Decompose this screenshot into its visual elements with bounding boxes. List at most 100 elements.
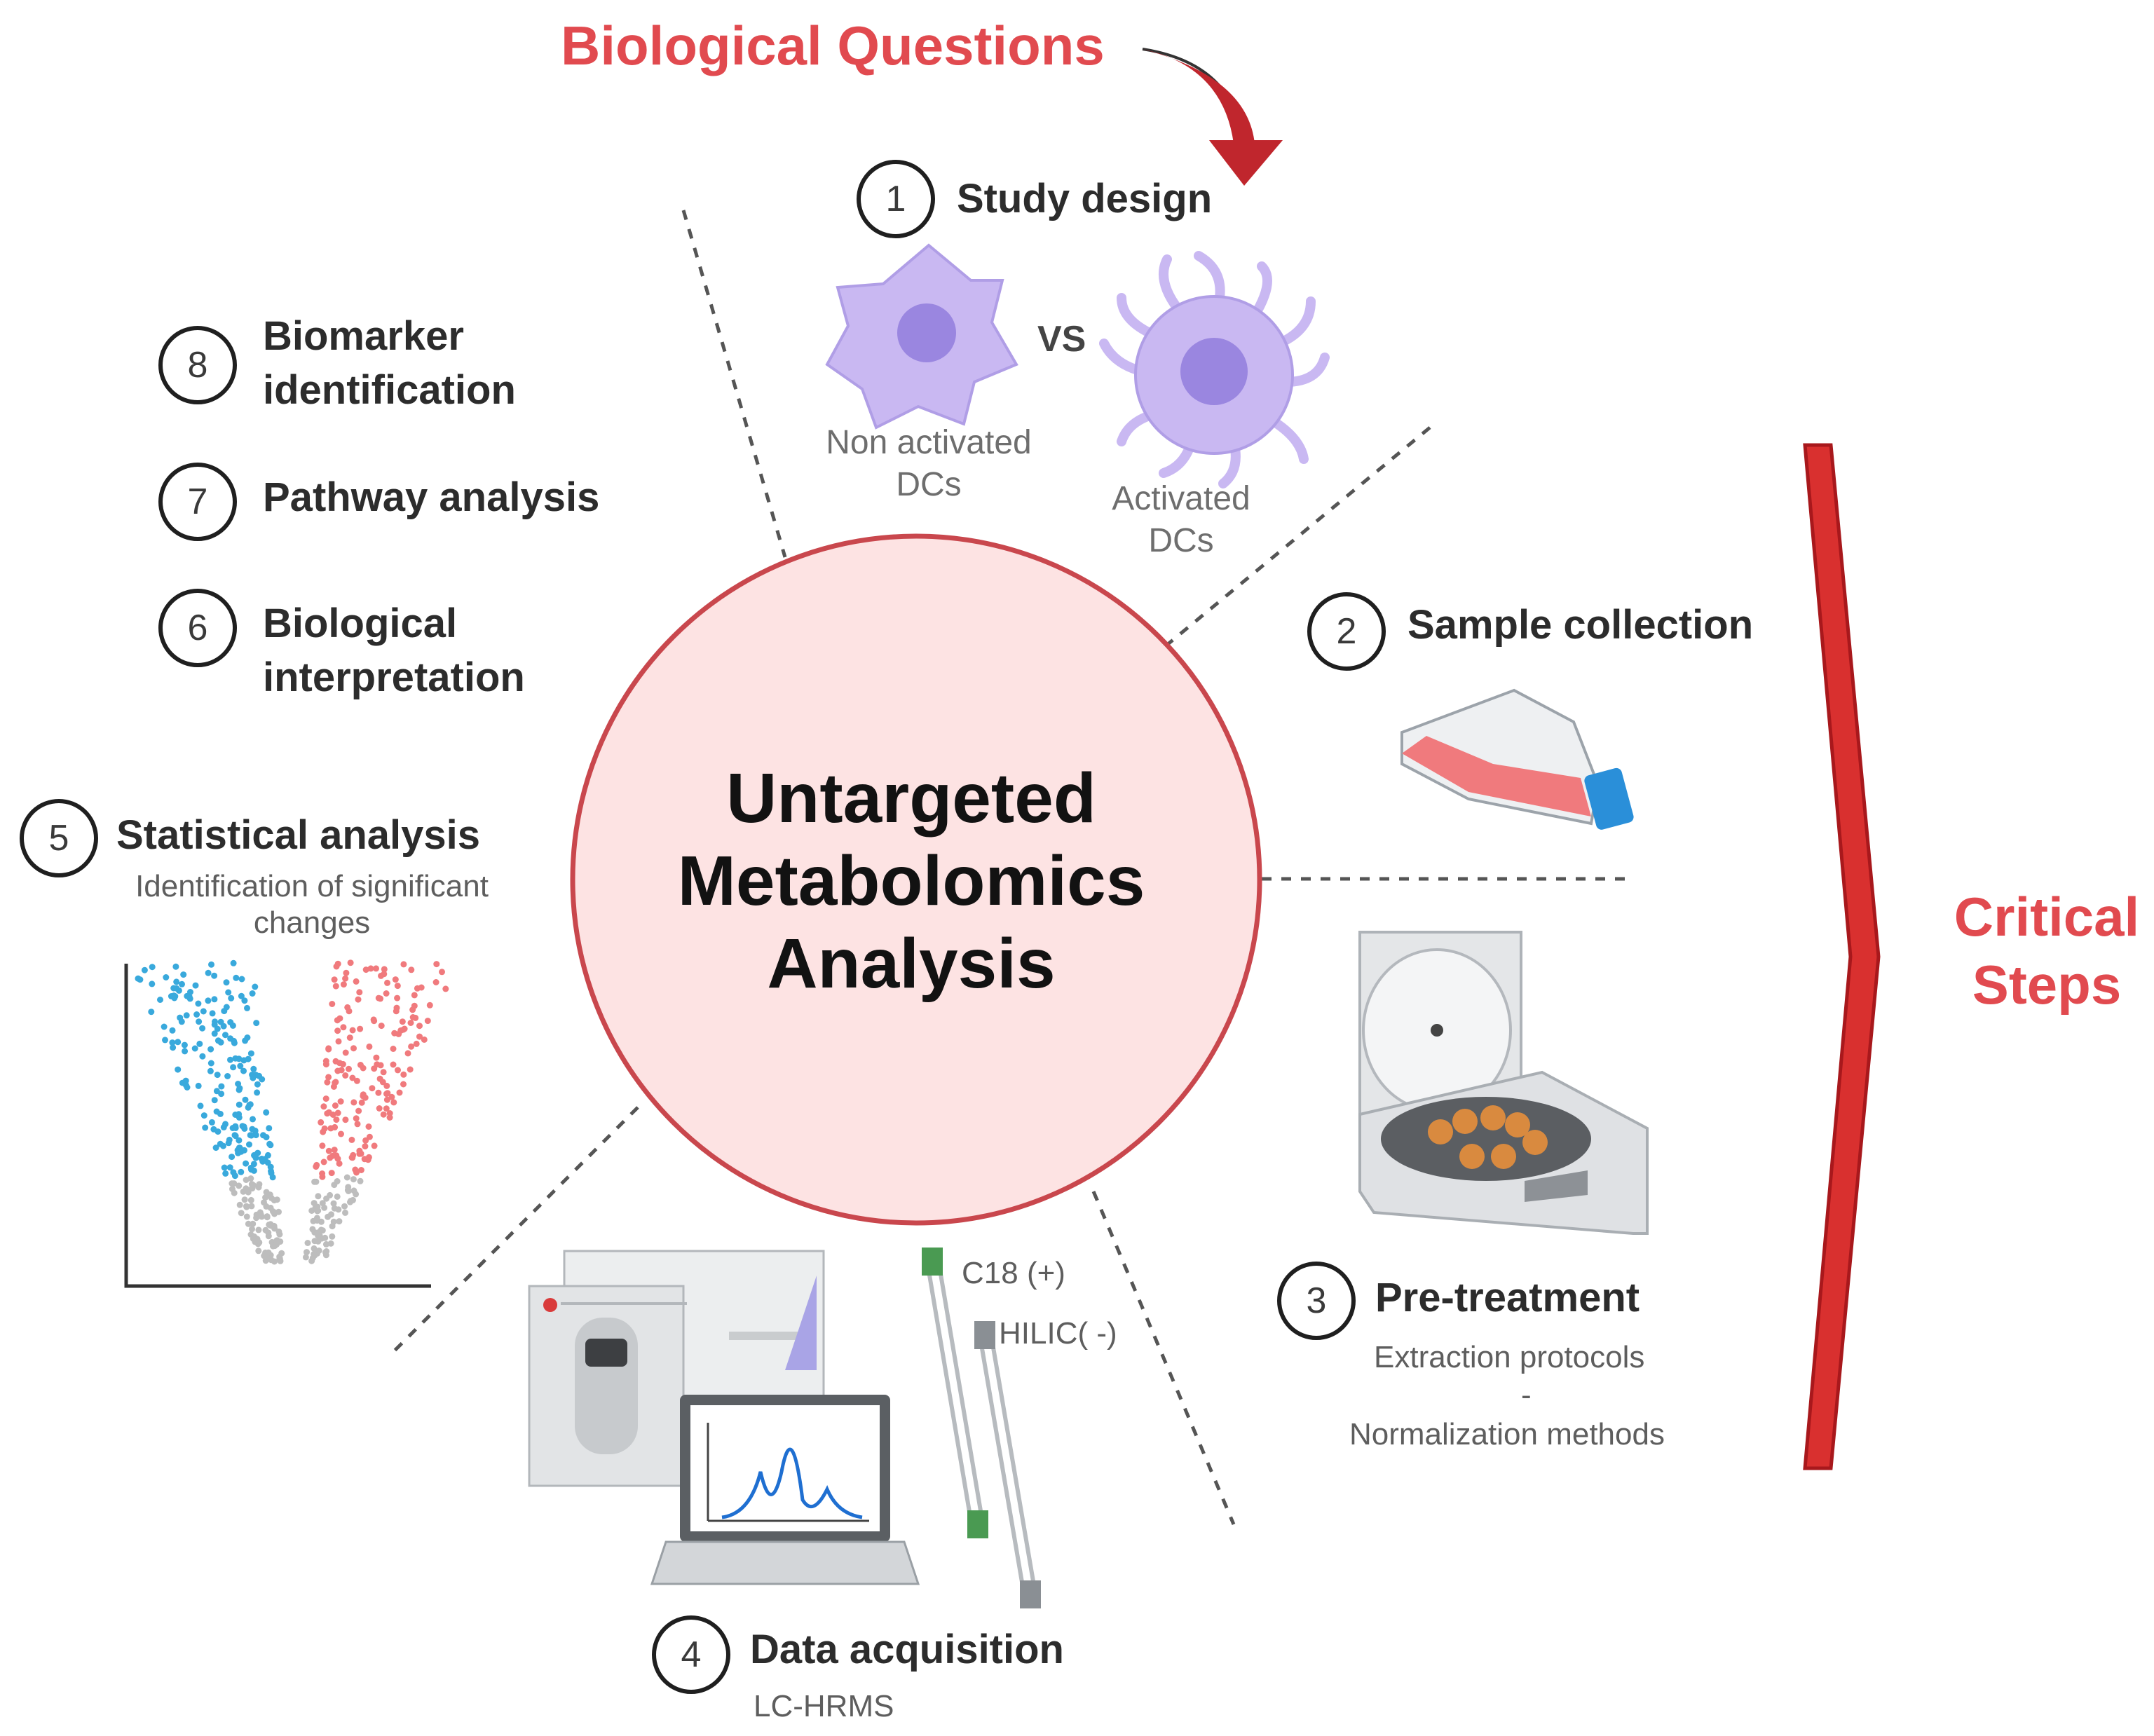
volcano-point (242, 1096, 249, 1103)
volcano-point (207, 1046, 214, 1053)
volcano-point (262, 1194, 269, 1201)
volcano-point (226, 1164, 233, 1171)
volcano-point (338, 1067, 345, 1074)
volcano-point (256, 1181, 263, 1188)
volcano-point (325, 1109, 332, 1116)
step-4-number: 4 (652, 1615, 730, 1694)
volcano-point (336, 1218, 343, 1225)
volcano-point (207, 1067, 214, 1074)
volcano-point (163, 974, 170, 980)
volcano-point (236, 1055, 243, 1062)
volcano-point (208, 961, 214, 968)
volcano-point (407, 1066, 414, 1073)
volcano-point (211, 1097, 218, 1104)
volcano-point (365, 1154, 372, 1161)
volcano-point (331, 1205, 338, 1212)
volcano-point (366, 1133, 373, 1140)
volcano-point (261, 1199, 267, 1206)
volcano-point (247, 1164, 254, 1171)
step-6-number: 6 (158, 589, 237, 667)
volcano-point (375, 1089, 382, 1096)
volcano-point (408, 1043, 415, 1050)
volcano-point (362, 966, 369, 973)
volcano-point (329, 1233, 336, 1240)
divider-top-right (1166, 426, 1431, 646)
volcano-point (208, 1119, 215, 1126)
volcano-point (254, 1236, 261, 1243)
volcano-point (157, 997, 163, 1003)
volcano-point (327, 1191, 334, 1198)
divider-bottom-right (1091, 1191, 1236, 1525)
step-5-subtitle-1: Identification of significant (135, 869, 489, 903)
volcano-point (357, 1025, 364, 1032)
volcano-point (238, 976, 245, 983)
volcano-point (336, 1015, 343, 1022)
volcano-point (348, 1136, 355, 1143)
volcano-point (353, 1077, 360, 1084)
volcano-point (229, 1154, 236, 1161)
volcano-point (342, 1049, 349, 1056)
volcano-point (325, 1074, 332, 1081)
step-3-subtitle-2: Normalization methods (1349, 1417, 1665, 1451)
volcano-point (358, 1099, 365, 1106)
volcano-point (343, 1174, 350, 1181)
volcano-point (346, 1065, 352, 1072)
volcano-point (236, 1182, 243, 1189)
center-title: Untargeted Metabolomics Analysis (561, 757, 1262, 1005)
volcano-point (395, 1067, 401, 1074)
volcano-point (400, 1026, 407, 1033)
volcano-point (408, 966, 415, 973)
volcano-point (250, 1220, 257, 1227)
volcano-point (230, 1169, 237, 1176)
volcano-point (341, 1203, 348, 1210)
volcano-point (258, 1156, 265, 1162)
volcano-point (218, 1083, 225, 1090)
volcano-point (180, 971, 187, 978)
volcano-point (161, 1023, 168, 1030)
step-6-title-line1: Biological (263, 601, 458, 646)
step-2-title: Sample collection (1407, 602, 1754, 648)
volcano-point (407, 1020, 414, 1026)
volcano-point (170, 1044, 177, 1051)
volcano-point (390, 1061, 397, 1068)
volcano-point (393, 1004, 400, 1011)
volcano-point (175, 1066, 182, 1073)
volcano-point (253, 1215, 260, 1222)
volcano-point (225, 989, 232, 996)
volcano-point (244, 1004, 250, 1011)
volcano-point (388, 1093, 395, 1100)
volcano-point (360, 1093, 367, 1100)
center-title-line2: Metabolomics (677, 842, 1145, 920)
volcano-point (250, 1116, 256, 1123)
volcano-point (315, 1193, 322, 1200)
volcano-point (214, 1128, 221, 1135)
volcano-point (349, 1154, 356, 1161)
volcano-point (238, 1168, 245, 1175)
volcano-point (384, 979, 390, 986)
culture-flask-icon (1400, 688, 1634, 830)
volcano-point (380, 1111, 387, 1118)
volcano-point (266, 1191, 273, 1198)
volcano-point (199, 1053, 206, 1060)
hplc-column-icon (974, 1321, 1041, 1608)
step-2-number: 2 (1307, 592, 1386, 671)
volcano-point (254, 1149, 261, 1156)
volcano-point (172, 993, 179, 1000)
volcano-point (332, 1102, 339, 1109)
volcano-point (357, 1177, 364, 1184)
volcano-point (424, 1018, 431, 1025)
volcano-point (258, 1213, 265, 1220)
centrifuge-icon (1358, 931, 1649, 1235)
volcano-point (400, 1071, 407, 1078)
volcano-point (392, 976, 399, 983)
column-c18-label: C18 (+) (962, 1256, 1065, 1290)
volcano-point (330, 1200, 337, 1207)
volcano-point (149, 980, 156, 987)
volcano-point (148, 1009, 155, 1016)
volcano-point (343, 969, 350, 976)
volcano-point (262, 1249, 269, 1256)
volcano-point (254, 1089, 261, 1096)
volcano-point (327, 1125, 334, 1132)
step-3-title: Pre-treatment (1375, 1275, 1640, 1320)
volcano-point (365, 1123, 372, 1130)
